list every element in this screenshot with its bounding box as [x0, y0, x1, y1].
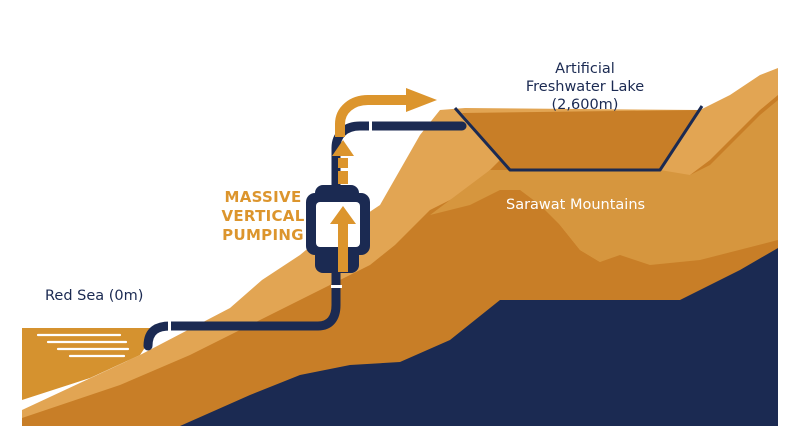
- flow-curve-arrow: [335, 95, 408, 137]
- pump-arrow-icon: [330, 206, 356, 272]
- lake-label-line1: Artificial: [555, 61, 615, 77]
- pumping-label-line1: MASSIVE: [224, 188, 302, 206]
- pipe-joints: [168, 121, 372, 332]
- lake-surface: [462, 110, 700, 170]
- mountain-face: [430, 100, 778, 265]
- red-sea-label: Red Sea (0m): [45, 288, 144, 304]
- upward-flow-arrow: [332, 140, 354, 184]
- red-sea: [22, 328, 160, 400]
- lake-label-line2: Freshwater Lake: [525, 79, 645, 95]
- pumping-label-line3: PUMPING: [222, 226, 304, 244]
- sea-waves: [36, 333, 130, 358]
- bedrock: [180, 248, 778, 426]
- mountains-label: Sarawat Mountains: [506, 197, 646, 213]
- lake-label-line3: (2,600m): [551, 97, 619, 113]
- lake-label: Artificial Freshwater Lake (2,600m): [505, 60, 665, 114]
- lake-basin-outline: [453, 105, 704, 172]
- pumping-label-line2: VERTICAL: [221, 207, 305, 225]
- flow-arrowhead-icon: [406, 88, 437, 112]
- pumping-label: MASSIVE VERTICAL PUMPING: [213, 188, 313, 245]
